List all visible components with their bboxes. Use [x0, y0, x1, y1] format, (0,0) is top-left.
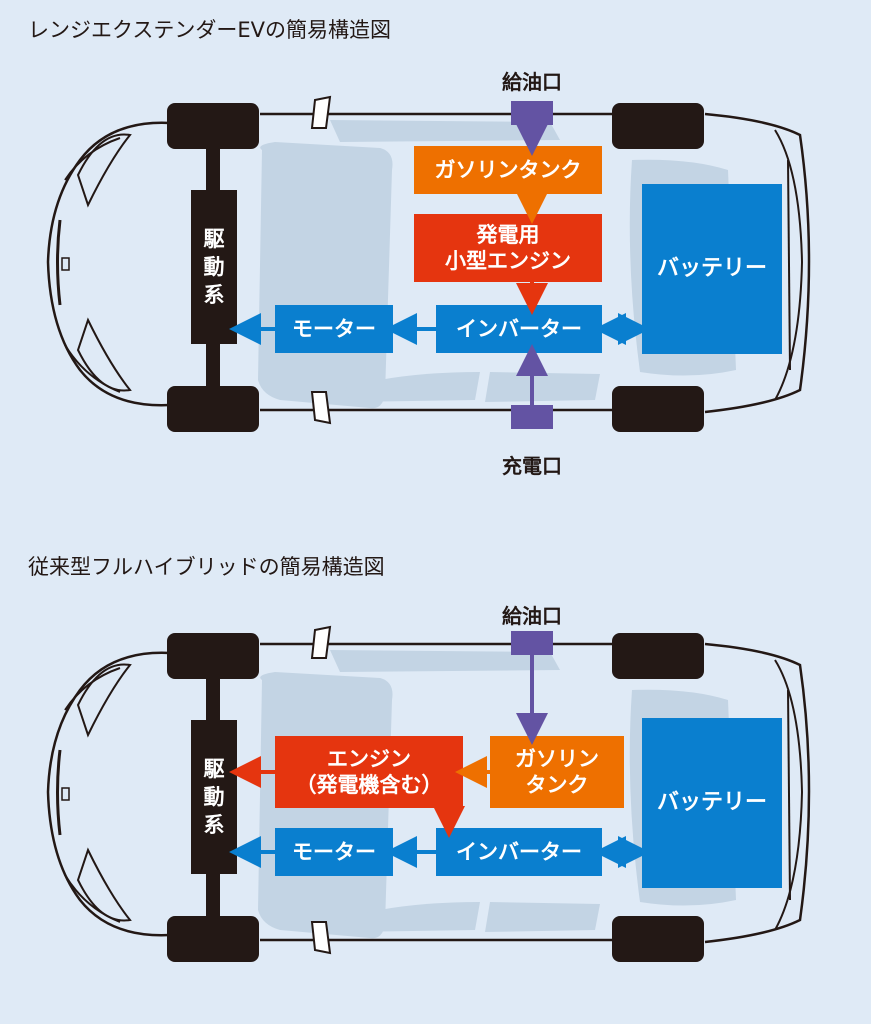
engine-label-line2: 小型エンジン	[445, 249, 571, 273]
charge-port-marker	[511, 405, 553, 429]
inverter-box: インバーター	[436, 305, 602, 353]
drivetrain-label-1: 駆	[203, 757, 225, 781]
range-extender-diagram: 駆 動 系 給油口 充電口 ガソリンタンク 発電用 小型エンジン インバーター …	[0, 0, 871, 478]
fuel-port-label: 給油口	[502, 70, 562, 94]
wheel-rear-top	[612, 103, 704, 149]
wheel-rear-bottom	[612, 916, 704, 962]
drivetrain-label-2: 動	[203, 255, 225, 279]
wheel-rear-bottom	[612, 386, 704, 432]
side-window-top	[330, 120, 560, 142]
drivetrain-label-3: 系	[203, 283, 225, 307]
gas-tank-box: ガソリンタンク	[414, 146, 602, 194]
battery-box: バッテリー	[642, 718, 782, 888]
gas-tank-line2: タンク	[525, 773, 589, 797]
diagram-title-full-hybrid: 従来型フルハイブリッドの簡易構造図	[28, 555, 385, 579]
full-hybrid-diagram: 駆 動 系 給油口 ガソリン タンク エンジン （発電機含む） インバーター モ…	[0, 530, 871, 970]
fuel-port-label: 給油口	[502, 604, 562, 628]
generator-engine-box: 発電用 小型エンジン	[414, 214, 602, 282]
wheel-front-bottom	[167, 386, 259, 432]
mirror-bottom	[310, 391, 332, 425]
front-bumper-outline	[46, 121, 171, 407]
drivetrain-label-3: 系	[203, 813, 225, 837]
engine-label-line1: エンジン	[327, 747, 411, 771]
gas-tank-box: ガソリン タンク	[490, 736, 624, 808]
rear-outline	[704, 112, 811, 414]
headlight-bottom	[76, 317, 132, 392]
headlight-top	[76, 133, 132, 208]
windshield-shape	[258, 142, 393, 409]
drivetrain-box: 駆 動 系	[191, 720, 237, 874]
gas-tank-line1: ガソリン	[515, 747, 599, 771]
engine-label-line2: （発電機含む）	[295, 773, 443, 797]
motor-box: モーター	[275, 305, 393, 353]
wheel-front-bottom	[167, 916, 259, 962]
fuel-port-marker	[511, 631, 553, 655]
side-window-bottom-front	[345, 372, 480, 402]
mirror-top	[310, 95, 332, 129]
wheel-front-top	[167, 103, 259, 149]
wheel-rear-top	[612, 633, 704, 679]
wheel-front-top	[167, 633, 259, 679]
motor-box: モーター	[275, 828, 393, 876]
drivetrain-label-1: 駆	[203, 227, 225, 251]
drivetrain-box: 駆 動 系	[191, 190, 237, 344]
inverter-box: インバーター	[436, 828, 602, 876]
engine-label-line1: 発電用	[476, 223, 540, 247]
engine-box: エンジン （発電機含む）	[275, 736, 463, 808]
side-window-bottom-rear	[485, 372, 600, 402]
fuel-port-marker	[511, 101, 553, 125]
charge-port-label: 充電口	[502, 454, 562, 478]
diagram-title-range-extender: レンジエクステンダーEVの簡易構造図	[28, 18, 392, 42]
battery-box: バッテリー	[642, 184, 782, 354]
drivetrain-label-2: 動	[203, 785, 225, 809]
